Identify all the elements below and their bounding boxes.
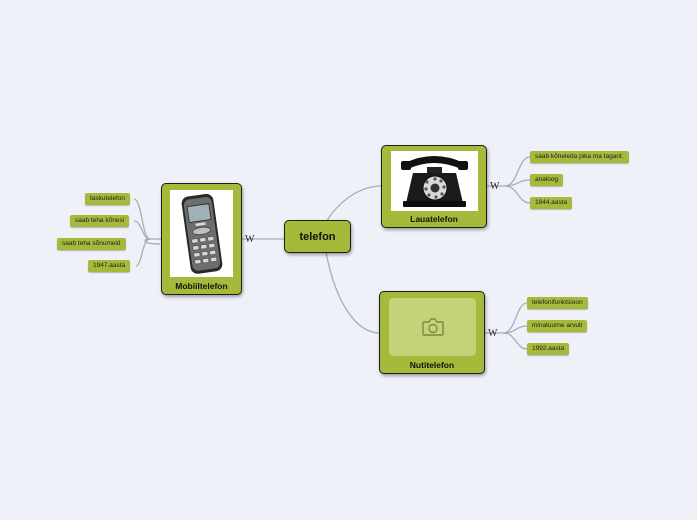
leaf-nutitelefon-1[interactable]: telefonifunktsioon [527, 297, 588, 309]
central-topic-label: telefon [299, 230, 336, 243]
topic-nutitelefon[interactable]: Nutitelefon [379, 291, 485, 374]
nokia-mobile-phone-image [170, 190, 233, 277]
wikipedia-link-icon[interactable]: W [490, 181, 500, 192]
connector-central-lauatelefon [325, 185, 383, 223]
wikipedia-link-icon[interactable]: W [488, 328, 498, 339]
topic-nutitelefon-label: Nutitelefon [409, 360, 455, 370]
leaf-lauatelefon-1[interactable]: saab kõneleda pika ma tagant. [530, 151, 629, 163]
topic-lauatelefon-label: Lauatelefon [410, 214, 458, 224]
leaf-nutitelefon-2[interactable]: minatuurne arvuti [527, 320, 588, 332]
rotary-desk-phone-image [391, 151, 478, 211]
topic-lauatelefon[interactable]: Lauatelefon [381, 145, 487, 228]
topic-mobiiltelefon-label: Mobiiltelefon [175, 281, 228, 291]
topic-mobiiltelefon[interactable]: Mobiiltelefon [161, 183, 242, 295]
connector-central-nutitelefon [325, 251, 381, 334]
leaf-mobiiltelefon-1[interactable]: taskutelefon [85, 193, 131, 205]
wikipedia-link-icon[interactable]: W [245, 234, 255, 245]
camera-placeholder-icon [421, 318, 444, 336]
leaf-mobiiltelefon-4[interactable]: 1947.aasta [88, 260, 131, 272]
leaf-mobiiltelefon-2[interactable]: saab teha kõnesi [70, 215, 130, 227]
image-placeholder [389, 298, 476, 356]
mobile-phone-icon [181, 193, 223, 274]
leaf-lauatelefon-3[interactable]: 1844.aasta [530, 197, 573, 209]
leaf-mobiiltelefon-3[interactable]: saab teha sõnumeid [57, 238, 126, 250]
leaf-nutitelefon-3[interactable]: 1992.aasta [527, 343, 570, 355]
rotary-phone-icon [401, 156, 468, 207]
central-topic[interactable]: telefon [284, 220, 351, 253]
leaf-lauatelefon-2[interactable]: analoog [530, 174, 564, 186]
